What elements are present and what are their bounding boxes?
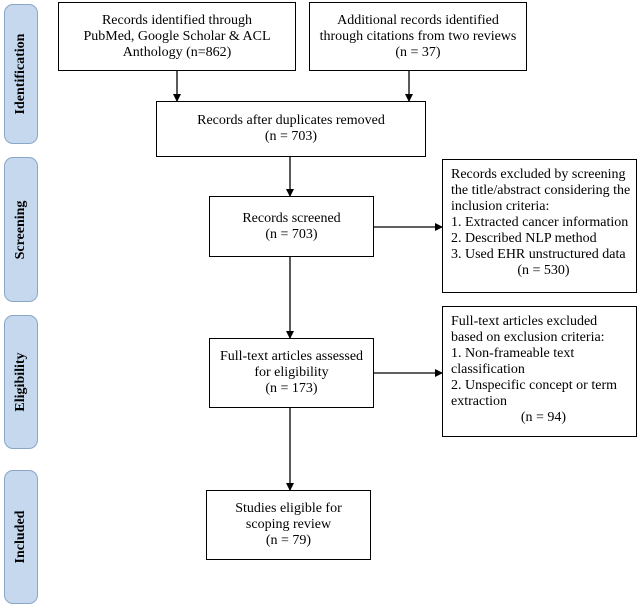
- phase-included: Included: [4, 470, 38, 604]
- text-line: Anthology (n=862): [122, 44, 232, 60]
- phase-eligibility: Eligibility: [4, 315, 38, 449]
- text-line: Records identified through: [101, 12, 253, 28]
- box-additional-records: Additional records identified through ci…: [309, 2, 527, 71]
- text-line: 3. Used EHR unstructured data: [451, 247, 626, 262]
- box-included: Studies eligible for scoping review (n =…: [206, 490, 371, 560]
- text-line: Records screened: [242, 210, 341, 226]
- box-after-duplicates: Records after duplicates removed (n = 70…: [156, 101, 426, 157]
- text-line: Full-text articles excluded: [451, 314, 598, 329]
- text-line: extraction: [451, 394, 507, 409]
- box-screened: Records screened (n = 703): [209, 196, 374, 257]
- text-line: PubMed, Google Scholar & ACL: [83, 28, 271, 44]
- text-line: (n = 37): [395, 44, 441, 60]
- text-line: Records excluded by screening: [451, 167, 626, 182]
- text-line: based on exclusion criteria:: [451, 330, 605, 345]
- text-line: 2. Unspecific concept or term: [451, 378, 617, 393]
- text-line: through citations from two reviews: [319, 28, 517, 44]
- text-line: for eligibility: [254, 365, 329, 380]
- text-line: scoping review: [245, 517, 332, 532]
- text-line: 1. Non-frameable text: [451, 346, 575, 361]
- text-line: (n = 79): [265, 533, 312, 548]
- text-line: inclusion criteria:: [451, 199, 550, 214]
- text-line: (n = 703): [265, 226, 318, 242]
- text-line: (n = 94): [520, 410, 567, 425]
- text-line: Additional records identified: [337, 12, 499, 28]
- text-line: classification: [451, 362, 525, 377]
- text-line: (n = 703): [264, 129, 318, 144]
- text-line: Records after duplicates removed: [197, 113, 385, 128]
- box-excluded-screening: Records excluded by screening the title/…: [442, 159, 637, 293]
- text-line: Full-text articles assessed: [219, 349, 364, 364]
- text-line: (n = 173): [265, 381, 318, 396]
- text-line: Studies eligible for: [235, 501, 342, 516]
- box-fulltext-excluded: Full-text articles excluded based on exc…: [442, 306, 637, 437]
- box-fulltext-assessed: Full-text articles assessed for eligibil…: [209, 338, 374, 408]
- text-line: 1. Extracted cancer information: [451, 215, 629, 230]
- phase-identification: Identification: [4, 4, 38, 144]
- phase-screening: Screening: [4, 157, 38, 302]
- text-line: the title/abstract considering the: [451, 183, 631, 198]
- text-line: (n = 530): [517, 263, 570, 278]
- text-line: 2. Described NLP method: [451, 231, 597, 246]
- box-records-identified: Records identified through PubMed, Googl…: [58, 2, 296, 71]
